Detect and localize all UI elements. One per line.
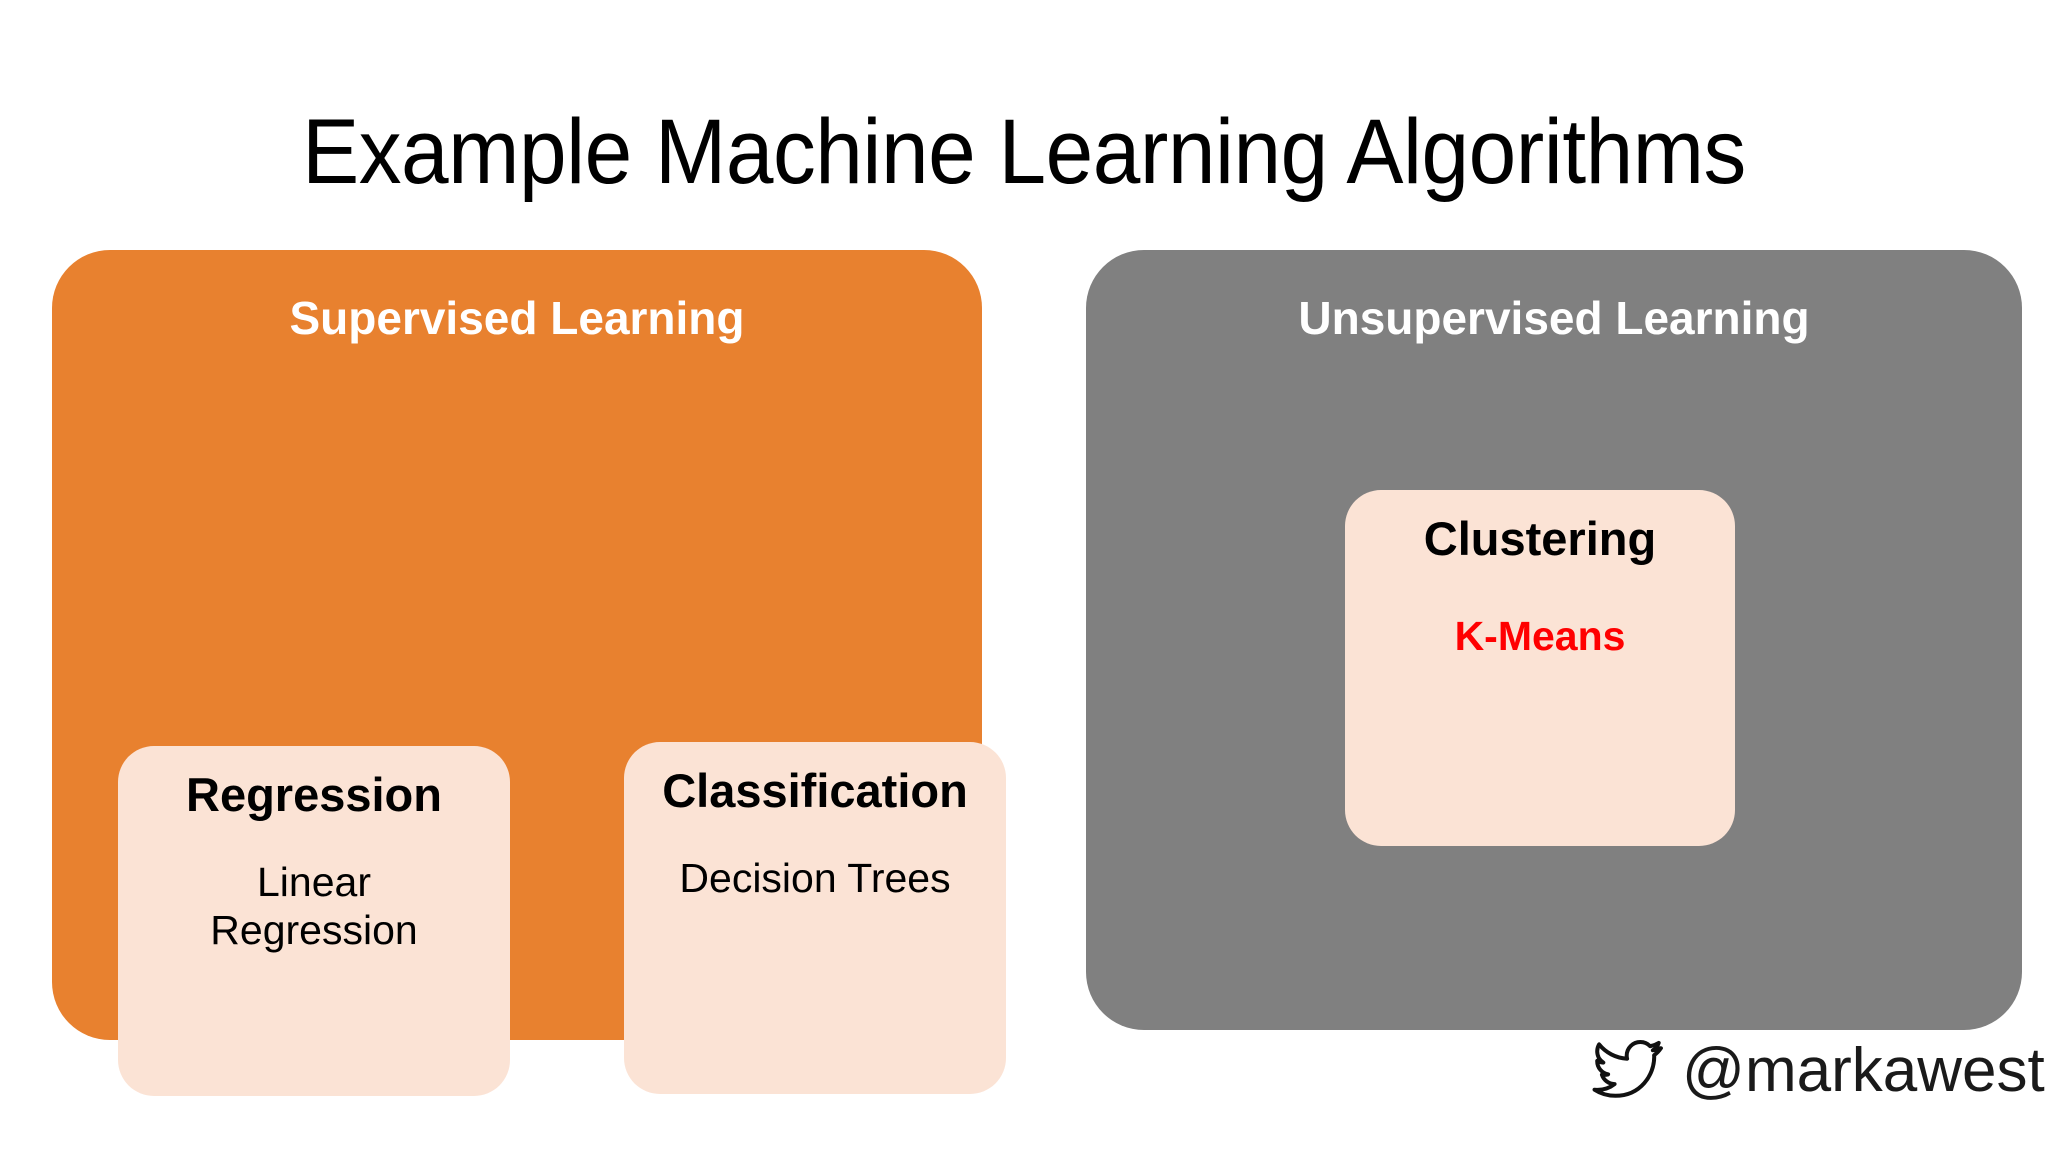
card-classification: Classification Decision Trees	[624, 742, 1006, 1094]
card-body-classification: Decision Trees	[624, 854, 1006, 902]
twitter-bird-icon	[1592, 1040, 1664, 1102]
panel-supervised-learning: Supervised Learning Regression Linear Re…	[52, 250, 1006, 1096]
card-body-regression: Linear Regression	[118, 858, 510, 955]
card-body-line: Linear	[257, 859, 371, 906]
card-clustering: Clustering K-Means	[1345, 490, 1735, 846]
credit-block: @markawest	[1592, 1040, 2045, 1102]
card-body-line: Decision Trees	[679, 855, 951, 902]
panel-heading-unsupervised: Unsupervised Learning	[1298, 292, 1810, 344]
card-title-classification: Classification	[662, 764, 968, 817]
credit-handle: @markawest	[1682, 1036, 2045, 1105]
card-body-clustering: K-Means	[1345, 612, 1735, 660]
page-title: Example Machine Learning Algorithms	[302, 101, 1746, 203]
panel-heading-supervised: Supervised Learning	[289, 292, 745, 344]
card-body-line: Regression	[210, 907, 418, 954]
card-title-clustering: Clustering	[1423, 512, 1657, 565]
card-title-regression: Regression	[186, 768, 442, 821]
card-regression: Regression Linear Regression	[118, 746, 510, 1096]
card-body-line: K-Means	[1454, 613, 1626, 660]
